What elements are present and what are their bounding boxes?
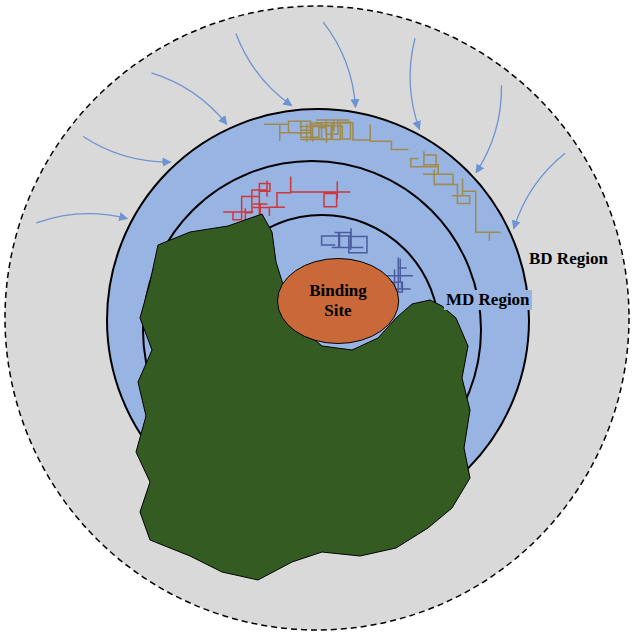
diffusion-arrow [323,22,355,107]
md-region-circle: MD RegionBinding Site [142,160,482,500]
outer-dashed-region [5,6,629,630]
region-label: BD Region [527,249,610,269]
binding-site: Binding Site [277,258,399,344]
diffusion-arrow [151,73,226,124]
trajectory-line [322,228,367,252]
label-holder: BD Region [527,249,610,269]
trajectory-line [264,120,408,149]
region-label: MD Region [444,290,532,310]
diffusion-arrow [36,214,127,223]
diffusion-arrow [236,34,292,106]
trajectory-line [411,151,501,241]
diffusion-arrow [410,38,419,129]
protein-body [136,214,470,580]
diffusion-arrow [83,137,171,163]
diffusion-arrow [476,85,502,173]
binding-site-shape [277,259,398,344]
bd-region-circle: BD RegionMD RegionBinding Site [106,108,530,532]
label-holder: MD Region [444,290,532,310]
diffusion-arrow [514,153,565,228]
node-label: Binding Site [298,281,378,320]
